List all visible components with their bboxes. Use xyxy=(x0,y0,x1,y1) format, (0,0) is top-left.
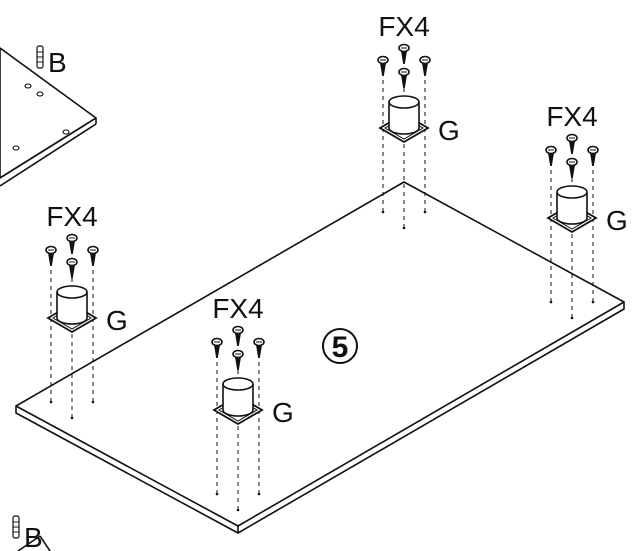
leg-geometry xyxy=(45,233,99,420)
screw-hole xyxy=(49,400,53,404)
screw-hole xyxy=(402,226,406,230)
step-number: 5 xyxy=(332,331,349,364)
step-badge: 5 xyxy=(322,328,358,364)
screw-hole xyxy=(215,492,219,496)
leg-assembly-top: FX4 G xyxy=(377,11,460,230)
leg-cylinder xyxy=(388,102,420,135)
screw-icon xyxy=(566,157,578,178)
leg-cylinder xyxy=(556,192,588,225)
dowel-icon xyxy=(12,515,20,539)
dowel-label-top: B xyxy=(48,47,67,78)
screw-icon xyxy=(211,337,223,358)
leg-geometry xyxy=(377,43,431,230)
leg-geometry xyxy=(545,133,599,320)
screw-hole xyxy=(257,492,261,496)
screw-hole xyxy=(381,210,385,214)
screw-icon xyxy=(377,55,389,76)
screw-label: FX4 xyxy=(46,201,97,232)
leg-top-face xyxy=(556,185,588,199)
leg-label: G xyxy=(106,305,128,336)
screw-hole xyxy=(236,508,240,512)
leg-assembly-right: FX4 G xyxy=(545,101,628,320)
screw-icon xyxy=(232,349,244,370)
screw-icon xyxy=(398,43,410,64)
leg-top-face xyxy=(222,377,254,391)
screw-icon xyxy=(66,257,78,278)
screw-icon xyxy=(232,325,244,346)
side-panel-top xyxy=(0,47,97,187)
screw-hole xyxy=(570,316,574,320)
screw-icon xyxy=(545,145,557,166)
bottom-panel xyxy=(15,181,625,534)
leg-top-face xyxy=(388,95,420,109)
screw-label: FX4 xyxy=(546,101,597,132)
leg-cylinder xyxy=(56,292,88,325)
dowel-label-bottom: B xyxy=(24,522,43,551)
screw-label: FX4 xyxy=(212,293,263,324)
leg-top-face xyxy=(56,285,88,299)
screw-icon xyxy=(253,337,265,358)
screw-hole xyxy=(423,210,427,214)
screw-icon xyxy=(45,245,57,266)
screw-label: FX4 xyxy=(378,11,429,42)
screw-icon xyxy=(66,233,78,254)
leg-label: G xyxy=(438,115,460,146)
screw-icon xyxy=(398,67,410,88)
leg-label: G xyxy=(272,397,294,428)
screw-icon xyxy=(587,145,599,166)
dowel-icon xyxy=(36,45,44,69)
screw-hole xyxy=(91,400,95,404)
leg-assembly-left: FX4 G xyxy=(45,201,128,420)
screw-icon xyxy=(87,245,99,266)
screw-icon xyxy=(566,133,578,154)
side-panel-bottom xyxy=(17,535,51,551)
leg-label: G xyxy=(606,205,628,236)
screw-icon xyxy=(419,55,431,76)
screw-hole xyxy=(591,300,595,304)
screw-hole xyxy=(549,300,553,304)
leg-geometry xyxy=(211,325,265,512)
leg-cylinder xyxy=(222,384,254,417)
screw-hole xyxy=(70,416,74,420)
leg-assembly-center: FX4 G xyxy=(211,293,294,512)
